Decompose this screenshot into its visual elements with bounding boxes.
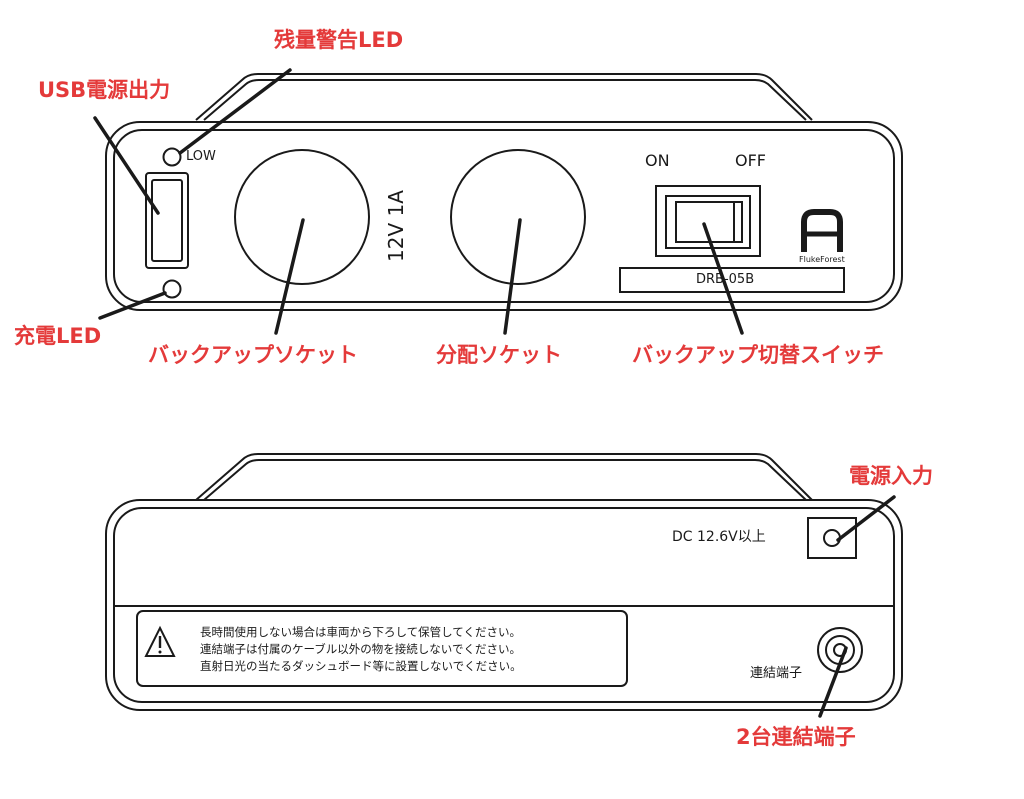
link-terminal-label: 連結端子 xyxy=(750,666,803,681)
warning-text: 長時間使用しない場合は車両から下ろして保管してください。 連結端子は付属のケーブ… xyxy=(200,624,522,675)
back-body xyxy=(105,499,903,711)
callout-backup-socket: バックアップソケット xyxy=(148,343,358,367)
model-label: DRB-05B xyxy=(696,272,755,287)
callout-usb-output: USB電源出力 xyxy=(38,78,171,102)
front-handle xyxy=(195,73,813,121)
model-plate xyxy=(619,267,845,293)
brand-logo xyxy=(801,209,843,252)
brand-label: FlukeForest xyxy=(799,255,845,264)
warning-box xyxy=(136,610,628,687)
callout-charging-led: 充電LED xyxy=(14,324,102,348)
warning-line: 長時間使用しない場合は車両から下ろして保管してください。 xyxy=(200,625,521,639)
dc-input-port xyxy=(807,517,857,559)
split-socket xyxy=(450,149,586,285)
callout-battery-warning-led: 残量警告LED xyxy=(274,28,404,52)
link-terminal xyxy=(817,627,863,673)
usb-port xyxy=(145,172,189,269)
callout-power-input: 電源入力 xyxy=(849,464,933,488)
warning-line: 連結端子は付属のケーブル以外の物を接続しないでください。 xyxy=(200,642,521,656)
warning-line: 直射日光の当たるダッシュボード等に設置しないでください。 xyxy=(200,659,522,673)
callout-dual-link-terminal: 2台連結端子 xyxy=(736,725,856,749)
switch-off-label: OFF xyxy=(735,151,766,170)
charging-led xyxy=(162,279,182,299)
switch-on-label: ON xyxy=(645,151,670,170)
low-label: LOW xyxy=(186,149,216,164)
backup-socket xyxy=(234,149,370,285)
dc-input-label: DC 12.6V以上 xyxy=(672,529,766,545)
callout-backup-switch: バックアップ切替スイッチ xyxy=(632,343,884,367)
battery-warning-led xyxy=(162,147,182,167)
back-handle xyxy=(195,453,813,501)
callout-split-socket: 分配ソケット xyxy=(436,343,562,367)
warning-icon xyxy=(144,625,176,657)
front-body xyxy=(105,121,903,311)
leader-lines xyxy=(93,68,896,718)
backup-switch xyxy=(655,185,761,257)
voltage-label: 12V 1A xyxy=(384,190,408,262)
